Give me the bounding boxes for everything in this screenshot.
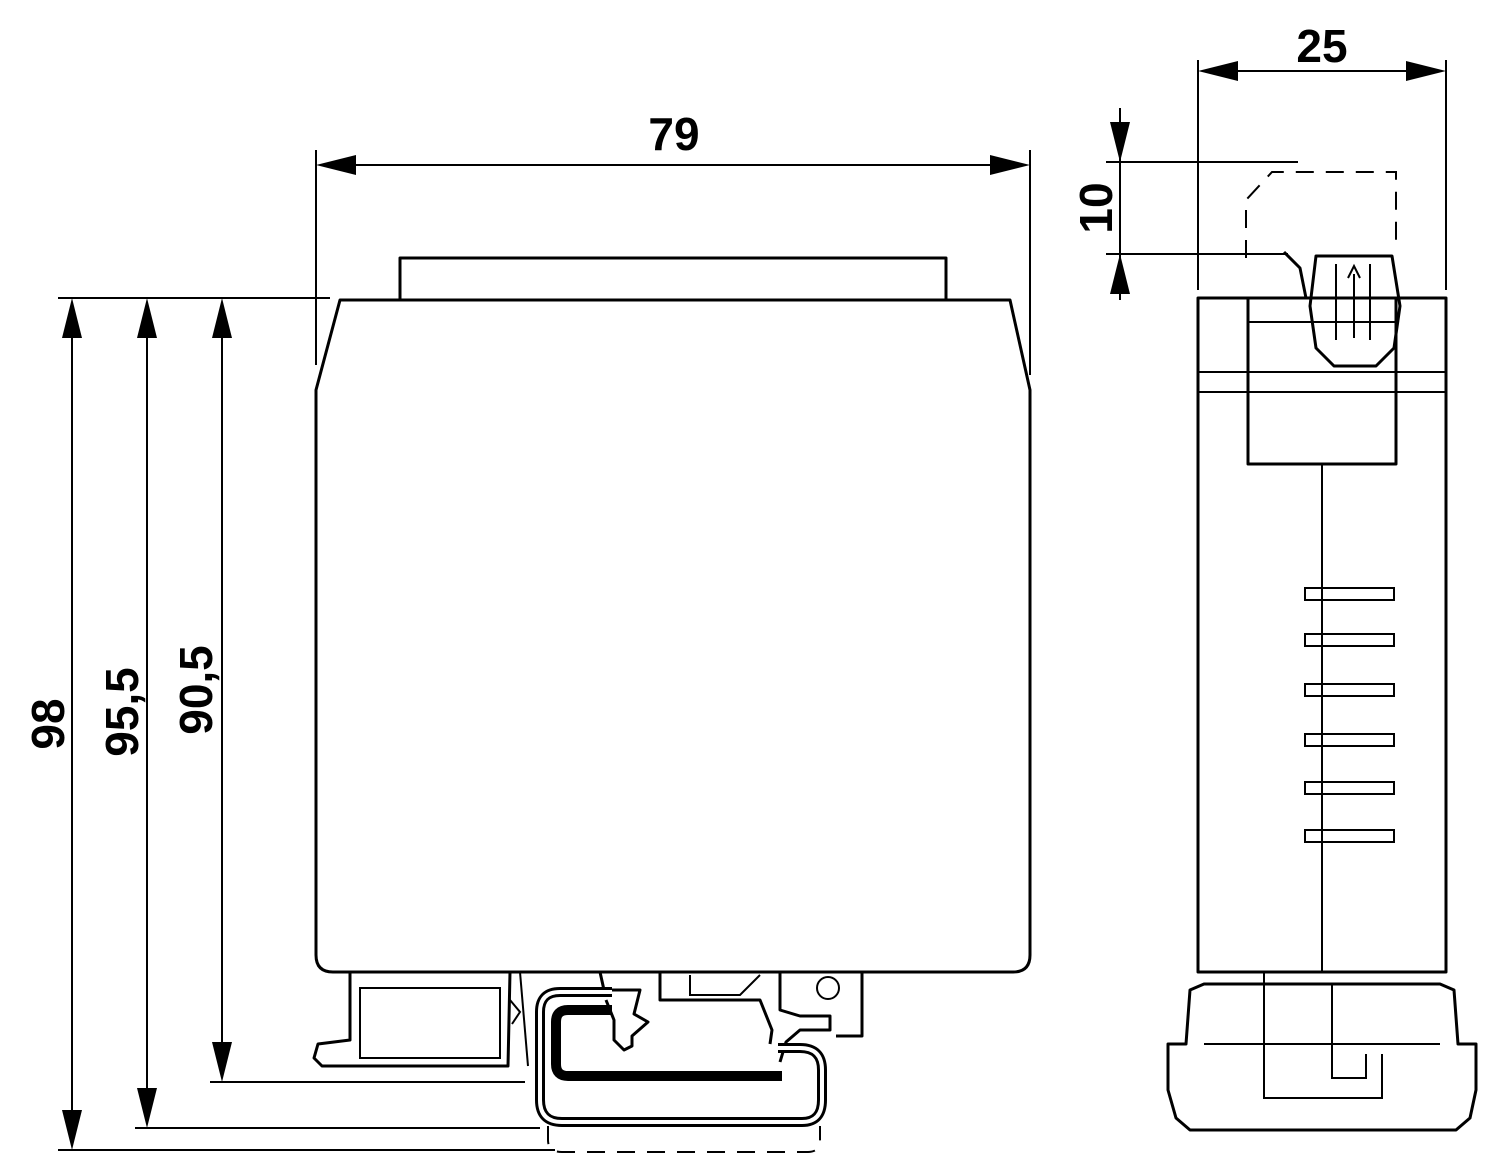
front-top-cap — [398, 256, 948, 300]
dim-label-width-side: 25 — [1296, 20, 1347, 72]
dim-label-height-connector: 10 — [1070, 182, 1122, 233]
vent-slots — [1304, 587, 1395, 843]
front-foot — [312, 971, 864, 1068]
front-view — [312, 256, 1032, 1153]
dimension-labels: 79 25 10 98 95,5 90,5 — [22, 20, 1348, 757]
dim-label-height-total: 98 — [22, 698, 74, 749]
dim-label-width-front: 79 — [648, 108, 699, 160]
side-connector — [1245, 171, 1402, 368]
side-base — [1166, 972, 1478, 1132]
dim-label-height-mid: 95,5 — [96, 667, 148, 757]
front-housing — [314, 298, 1032, 974]
din-rail — [535, 987, 827, 1153]
dim-label-height-body: 90,5 — [170, 645, 222, 735]
side-view — [1166, 171, 1478, 1132]
dimension-lines — [58, 60, 1447, 1151]
